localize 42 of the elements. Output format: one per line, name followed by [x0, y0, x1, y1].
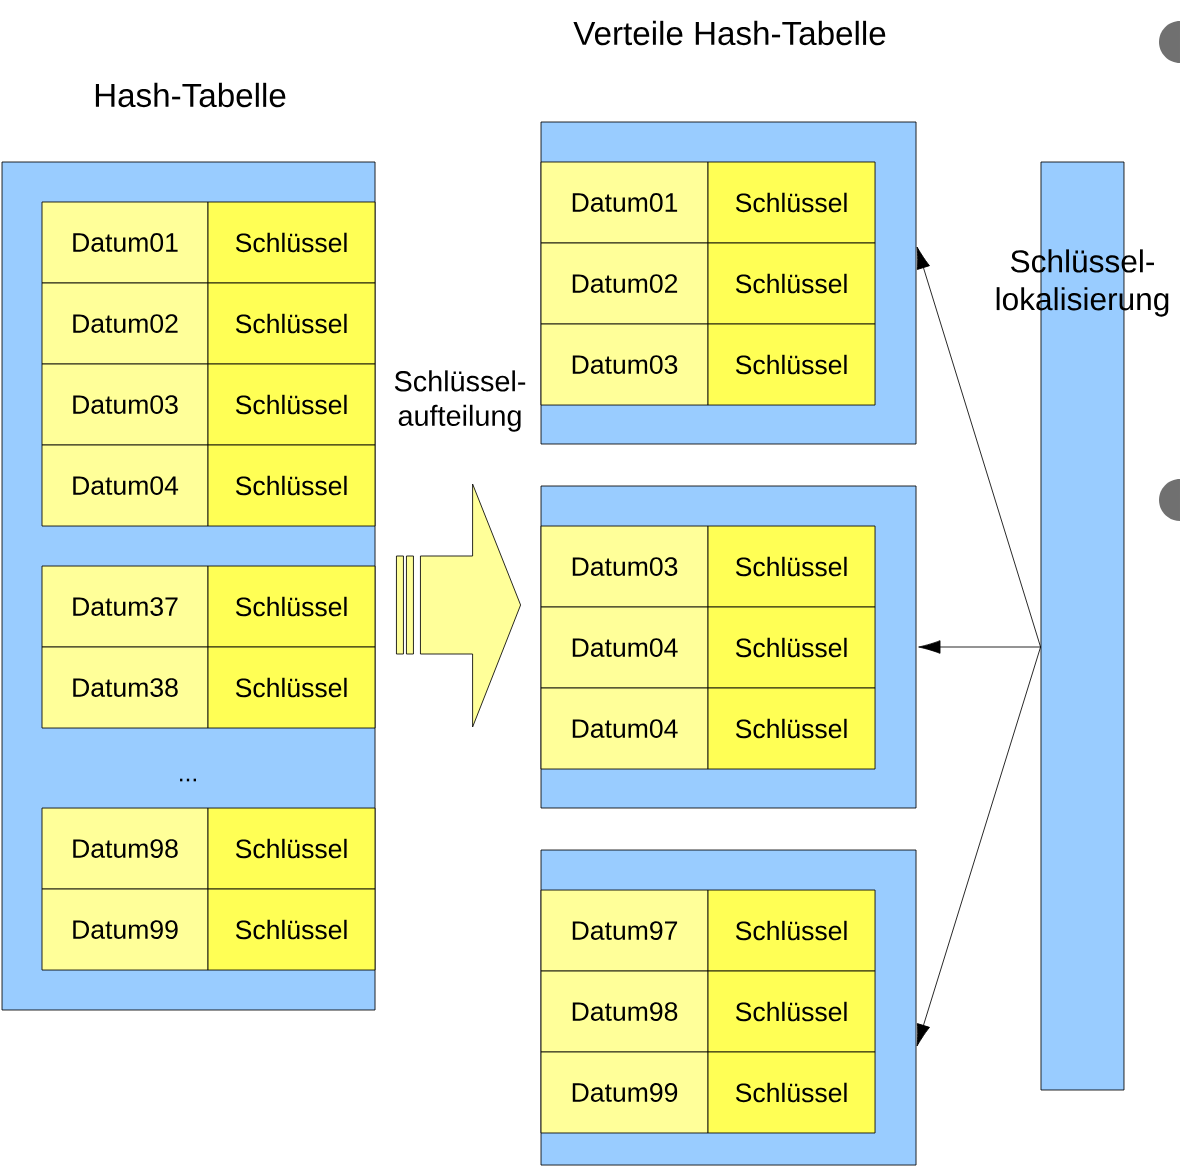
key-cell: Schlüssel: [707, 889, 876, 972]
key-cell: Schlüssel: [207, 807, 376, 890]
data-cell: Datum99: [540, 1051, 709, 1134]
key-cell: Schlüssel: [707, 323, 876, 406]
data-cell: Datum98: [540, 970, 709, 1053]
data-cell: Datum37: [41, 565, 209, 648]
key-cell: Schlüssel: [207, 282, 376, 365]
data-cell: Datum97: [540, 889, 709, 972]
data-cell: Datum01: [540, 161, 709, 244]
data-cell: Datum98: [41, 807, 209, 890]
data-cell: Datum03: [41, 363, 209, 446]
key-cell: Schlüssel: [707, 525, 876, 608]
data-cell: Datum04: [41, 444, 209, 527]
data-cell: Datum02: [41, 282, 209, 365]
arrow: [918, 640, 1041, 654]
heading: Hash-Tabelle: [95, 82, 286, 108]
ellipsis-text: ...: [180, 778, 196, 782]
key-cell: Schlüssel: [707, 161, 876, 244]
key-cell: Schlüssel: [707, 970, 876, 1053]
data-cell: Datum03: [540, 323, 709, 406]
data-cell: Datum04: [540, 687, 709, 770]
key-cell: Schlüssel: [207, 888, 376, 971]
key-cell: Schlüssel: [707, 687, 876, 770]
key-cell: Schlüssel: [207, 646, 376, 729]
arrow: [916, 646, 1041, 1047]
arrow: [916, 246, 1041, 648]
key-cell: Schlüssel: [207, 201, 376, 284]
key-cell: Schlüssel: [707, 606, 876, 689]
data-cell: Datum38: [41, 646, 209, 729]
data-cell: Datum99: [41, 888, 209, 971]
key-cell: Schlüssel: [207, 444, 376, 527]
key-cell: Schlüssel: [207, 565, 376, 648]
data-cell: Datum04: [540, 606, 709, 689]
key-cell: Schlüssel: [707, 242, 876, 325]
annotation-text: Schlüssel- aufteilung: [394, 370, 526, 432]
heading: Verteile Hash-Tabelle: [573, 20, 886, 46]
key-cell: Schlüssel: [707, 1051, 876, 1134]
data-cell: Datum03: [540, 525, 709, 608]
data-cell: Datum02: [540, 242, 709, 325]
data-cell: Datum01: [41, 201, 209, 284]
key-cell: Schlüssel: [207, 363, 376, 446]
block-arrow: [396, 483, 522, 728]
